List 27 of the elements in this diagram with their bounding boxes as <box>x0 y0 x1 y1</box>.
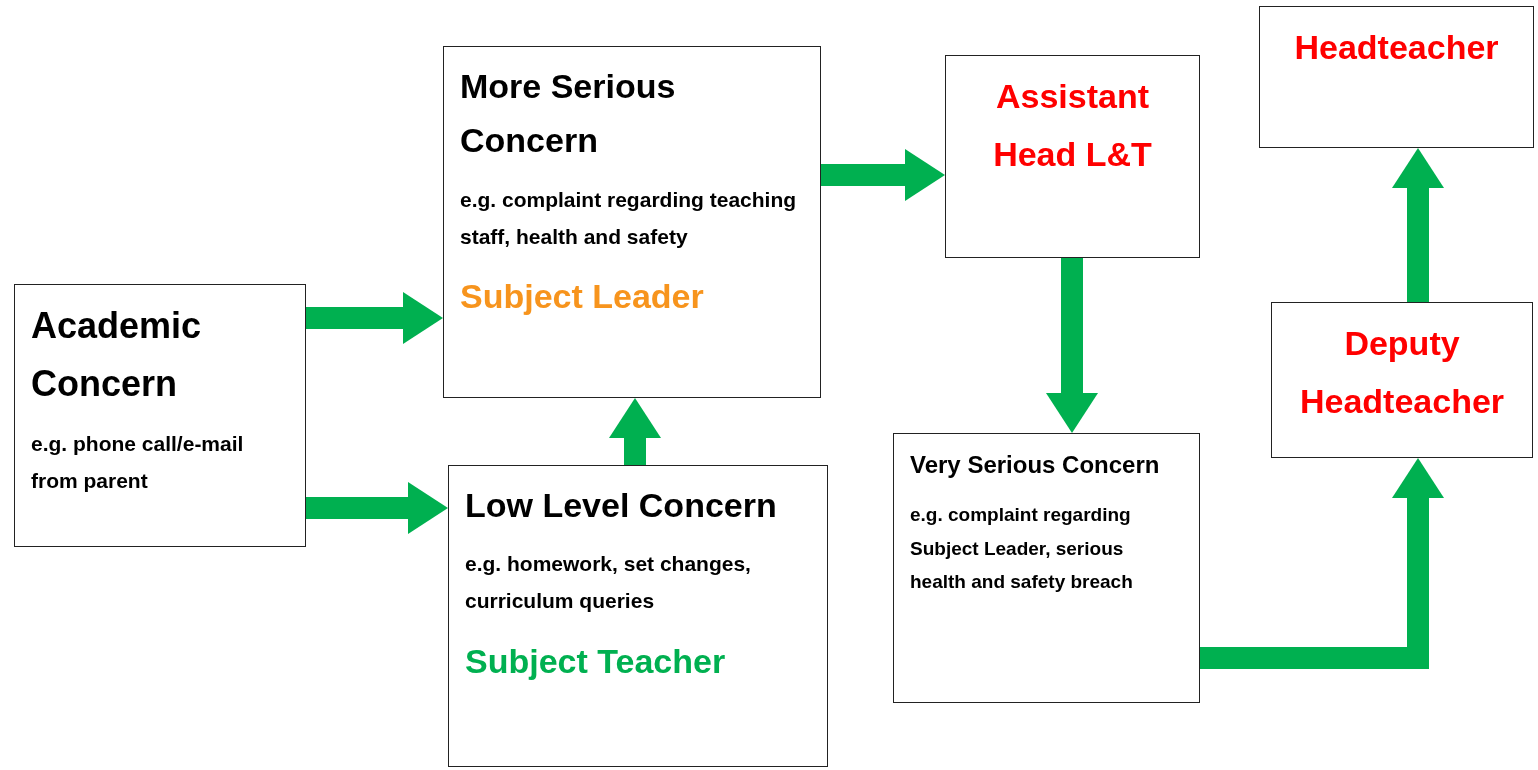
concern-heading: More Serious Concern <box>460 66 677 162</box>
example-text: e.g. complaint regarding Subject Leader, serious health and safety breach <box>910 503 1134 594</box>
role-title: Headteacher <box>1293 27 1500 68</box>
arrow <box>306 292 443 344</box>
arrow <box>1392 148 1444 302</box>
role-box <box>945 55 1200 258</box>
role-box <box>1271 302 1533 458</box>
concern-box <box>14 284 306 547</box>
example-text: e.g. homework, set changes, curriculum queries <box>465 551 752 615</box>
example-text: e.g. phone call/e-mail from parent <box>31 431 245 494</box>
role-title: Assistant Head L&T <box>992 76 1153 175</box>
role-title: Deputy Headteacher <box>1298 323 1506 422</box>
concern-box <box>893 433 1200 703</box>
arrow <box>1200 458 1444 669</box>
arrow <box>1046 258 1098 433</box>
concern-box <box>448 465 828 767</box>
role-box <box>1259 6 1534 148</box>
concern-heading: Very Serious Concern <box>910 450 1161 480</box>
arrow <box>821 149 945 201</box>
role-title: Subject Teacher <box>465 640 727 682</box>
arrow <box>306 482 448 534</box>
role-title: Subject Leader <box>460 276 705 318</box>
concern-heading: Low Level Concern <box>465 485 778 526</box>
concern-box <box>443 46 821 398</box>
example-text: e.g. complaint regarding teaching staff, health and safety <box>460 186 798 250</box>
arrow <box>609 398 661 465</box>
concern-heading: Academic Concern <box>31 304 203 406</box>
